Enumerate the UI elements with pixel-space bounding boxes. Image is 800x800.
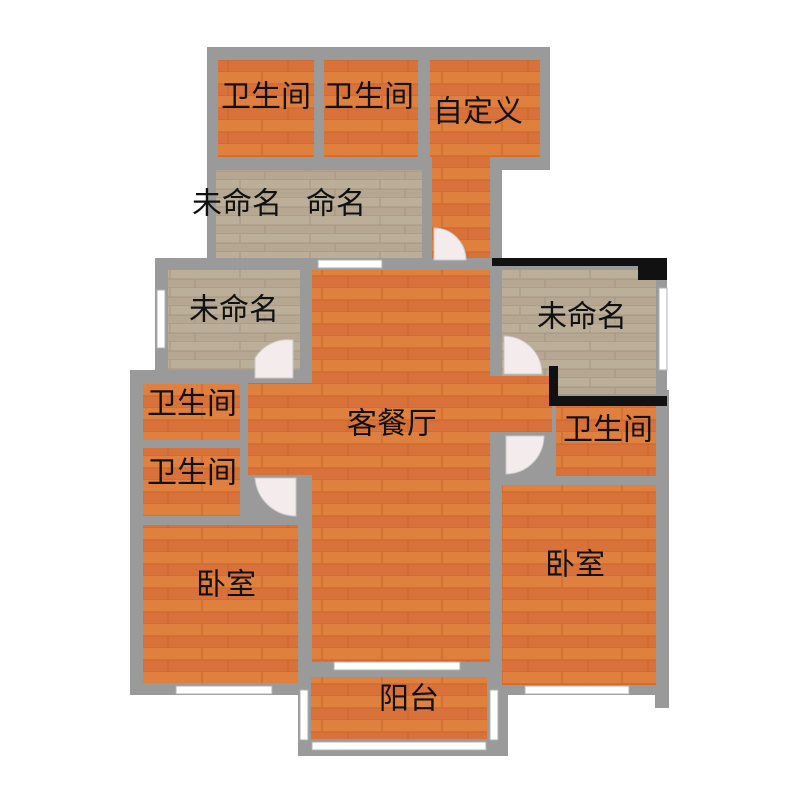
floor-corridor-right [490, 376, 552, 432]
floor-living-dining [312, 270, 490, 662]
window-bedroom-left [175, 685, 273, 695]
room-label-bath-left-2: 卫生间 [147, 456, 237, 491]
floor-bath-left-1 [143, 384, 240, 440]
window-bedroom-right [524, 685, 630, 695]
window-top-corridor [317, 259, 383, 269]
floor-bedroom-right [502, 485, 656, 685]
room-label-bath-top-1: 卫生间 [221, 80, 311, 115]
door-unnamed-right [503, 335, 543, 375]
room-label-custom: 自定义 [433, 95, 523, 130]
door-unnamed-left [254, 339, 294, 379]
room-label-bath-left-1: 卫生间 [147, 387, 237, 422]
floor-custom [430, 60, 540, 157]
room-label-balcony: 阳台 [379, 682, 439, 717]
floors [143, 60, 656, 739]
window-balcony-left [299, 689, 309, 741]
room-labels: 卫生间 卫生间 自定义 未命名 命名 未命名 未命名 客餐厅 卫生间 卫生间 卫… [147, 80, 653, 717]
room-label-unnamed-right: 未命名 [537, 300, 627, 335]
window-left-unnamed [156, 289, 166, 349]
floor-corridor-left [248, 383, 312, 475]
floor-bath-top-2 [324, 60, 418, 157]
room-label-living-dining: 客餐厅 [347, 407, 437, 442]
room-label-bath-top-2: 卫生间 [324, 80, 414, 115]
door-custom [433, 227, 467, 261]
floor-bath-right [556, 404, 656, 476]
room-label-bedroom-left: 卧室 [196, 568, 256, 603]
window-right-unnamed [658, 287, 668, 371]
floor-bath-top-1 [218, 60, 314, 157]
black-walls [492, 258, 667, 406]
door-bedroom-left [254, 477, 297, 517]
floor-bath-left-2 [143, 448, 240, 516]
room-label-unnamed-top: 未命名 [192, 187, 282, 222]
floor-unnamed-top [216, 170, 422, 258]
floor-bedroom-left [143, 525, 298, 683]
window-balcony-bottom [311, 741, 487, 751]
room-label-unnamed-top-overlap: 命名 [306, 187, 366, 222]
room-label-unnamed-left: 未命名 [189, 293, 279, 328]
room-label-bedroom-right: 卧室 [545, 548, 605, 583]
room-label-bath-right: 卫生间 [563, 413, 653, 448]
window-balcony-top [333, 661, 461, 671]
door-bath-right [505, 435, 545, 475]
floor-balcony [311, 677, 487, 739]
doors [254, 227, 545, 517]
windows [156, 259, 668, 751]
window-balcony-right [489, 689, 499, 741]
